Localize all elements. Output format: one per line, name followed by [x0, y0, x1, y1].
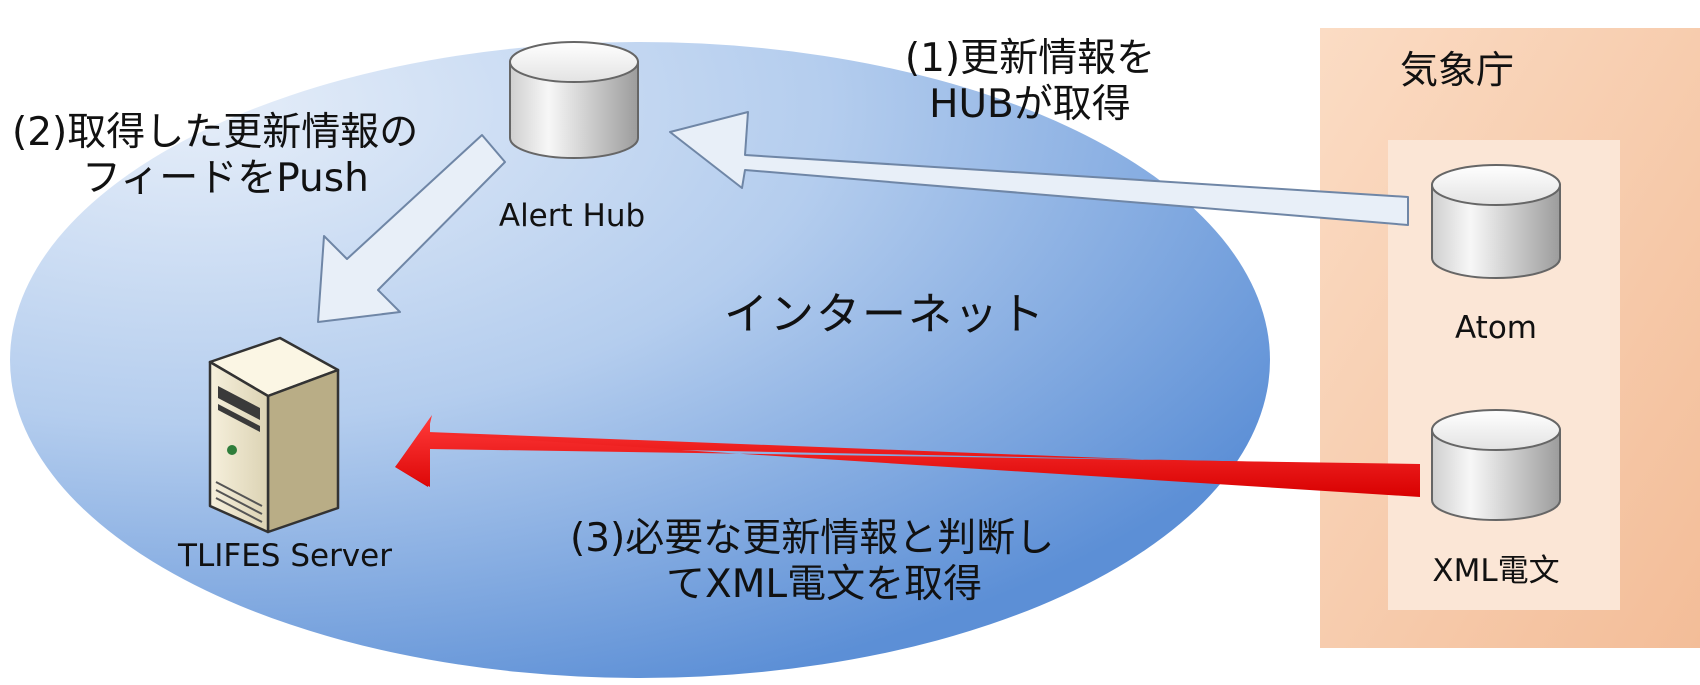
step1-arrow: [669, 111, 1409, 226]
server-icon: [208, 336, 340, 534]
alert-hub-label: Alert Hub: [498, 198, 646, 234]
internet-label: インターネット: [724, 289, 1046, 340]
step3-arrow-body: [396, 418, 1420, 497]
step3-arrow: [395, 415, 1420, 487]
atom-database-icon: [1431, 164, 1561, 279]
step1-line-2: HUBが取得: [929, 82, 1131, 127]
alert-hub-database-icon: [509, 41, 639, 159]
step2-line-1: (2)取得した更新情報の: [12, 110, 419, 155]
step3-line-1: (3)必要な更新情報と判断し: [570, 516, 1055, 561]
server-label: TLIFES Server: [178, 538, 392, 574]
xml-database-icon: [1431, 409, 1561, 521]
step2-line-2: フィードをPush: [82, 156, 369, 201]
step2-arrow: [317, 134, 506, 323]
step1-line-1: (1)更新情報を: [904, 36, 1156, 81]
step2-label: (2)取得した更新情報の フィードをPush: [12, 110, 418, 202]
atom-label: Atom: [1455, 310, 1537, 346]
xml-label: XML電文: [1432, 553, 1560, 589]
step1-label: (1)更新情報を HUBが取得: [870, 36, 1190, 128]
step3-label: (3)必要な更新情報と判断し てXML電文を取得: [570, 516, 1054, 608]
agency-label: 気象庁: [1400, 48, 1515, 92]
internet-ellipse: [10, 42, 1270, 678]
step3-line-2: てXML電文を取得: [666, 562, 983, 607]
